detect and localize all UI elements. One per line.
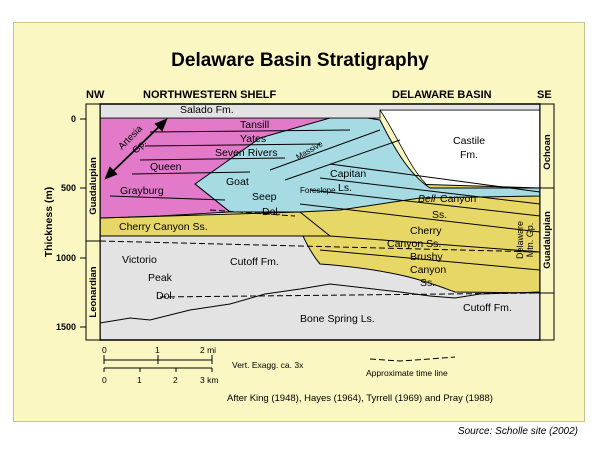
unit-grayburg: Grayburg xyxy=(120,185,164,197)
right-series-column xyxy=(539,103,555,341)
unit-bell-2: Canyon xyxy=(440,193,476,205)
axis-label: Thickness (m) xyxy=(43,187,55,258)
unit-victorio-1: Victorio xyxy=(122,254,157,266)
bedding-lines xyxy=(109,129,541,271)
unit-foreslope: Foreslope xyxy=(300,186,336,195)
unit-cherry-shelf: Cherry Canyon Ss. xyxy=(119,221,208,233)
unit-goat-seep-1: Goat xyxy=(226,176,249,188)
scale-mi-0: 0 xyxy=(102,345,107,355)
unit-victorio-2: Peak xyxy=(148,272,173,284)
time-lines xyxy=(99,209,541,298)
unit-cutoff-1: Cutoff Fm. xyxy=(230,256,279,268)
unit-goat-seep-3: Dol. xyxy=(262,206,281,218)
series-guadalupian-left: Guadalupian xyxy=(88,157,99,215)
cutoff-contact xyxy=(99,283,541,324)
tick-label-1000: 1000 xyxy=(56,253,76,263)
unit-cherry-basin-2: Canyon Ss. xyxy=(387,238,441,250)
series-ochoan: Ochoan xyxy=(542,134,553,170)
scale-bars xyxy=(103,355,456,372)
unit-queen: Queen xyxy=(150,161,182,173)
tick-label-1500: 1500 xyxy=(56,322,76,332)
unit-castile-2: Fm. xyxy=(460,149,478,161)
reef-area xyxy=(194,111,541,213)
scale-km-2: 2 xyxy=(173,375,178,385)
unit-bell-1: Bell xyxy=(418,193,436,205)
scale-mi-2: 2 mi xyxy=(200,345,216,355)
tick-label-0: 0 xyxy=(71,114,76,124)
unit-salado: Salado Fm. xyxy=(180,104,234,116)
scale-km-1: 1 xyxy=(137,375,142,385)
tick-label-500: 500 xyxy=(61,183,76,193)
scale-exagg: Vert. Exagg. ca. 3x xyxy=(232,360,304,370)
unit-delaware-mtn-2: Mtn. Gp. xyxy=(525,223,535,258)
series-leonardian: Leonardian xyxy=(88,266,99,317)
corner-nw: NW xyxy=(86,89,105,101)
unit-tansill: Tansill xyxy=(240,119,269,131)
artesia-arrow xyxy=(104,118,168,180)
unit-bell-ss: Ss. xyxy=(432,209,447,221)
unit-yates: Yates xyxy=(240,133,266,145)
unit-delaware-mtn-1: Delaware xyxy=(515,221,525,259)
left-series-column xyxy=(85,103,101,341)
unit-castile-1: Castile xyxy=(453,135,485,147)
scale-km-3: 3 km xyxy=(200,375,218,385)
unit-victorio-3: Dol. xyxy=(156,290,175,302)
series-guadalupian-right: Guadalupian xyxy=(542,211,553,269)
unit-cherry-basin-1: Cherry xyxy=(410,225,442,237)
unit-bone-spring: Bone Spring Ls. xyxy=(300,313,375,325)
unit-brushy-2: Canyon xyxy=(410,264,446,276)
unit-seven-rivers: Seven Rivers xyxy=(215,147,277,159)
scale-mi-1: 1 xyxy=(155,345,160,355)
unit-capitan-2: Ls. xyxy=(338,182,352,194)
region-basin: DELAWARE BASIN xyxy=(392,89,492,101)
time-line-legend: Approximate time line xyxy=(366,368,448,378)
region-shelf: NORTHWESTERN SHELF xyxy=(143,89,277,101)
unit-brushy-3: Ss. xyxy=(420,277,435,289)
citation: After King (1948), Hayes (1964), Tyrrell… xyxy=(227,393,493,404)
scale-km-0: 0 xyxy=(102,375,107,385)
unit-goat-seep-2: Seep xyxy=(252,191,277,203)
thickness-ticks xyxy=(80,118,86,328)
unit-capitan-1: Capitan xyxy=(330,168,366,180)
source-note: Source: Scholle site (2002) xyxy=(457,426,578,437)
unit-brushy-1: Brushy xyxy=(410,251,443,263)
diagram-title: Delaware Basin Stratigraphy xyxy=(171,50,429,71)
corner-se: SE xyxy=(537,89,552,101)
unit-cutoff-2: Cutoff Fm. xyxy=(463,302,512,314)
